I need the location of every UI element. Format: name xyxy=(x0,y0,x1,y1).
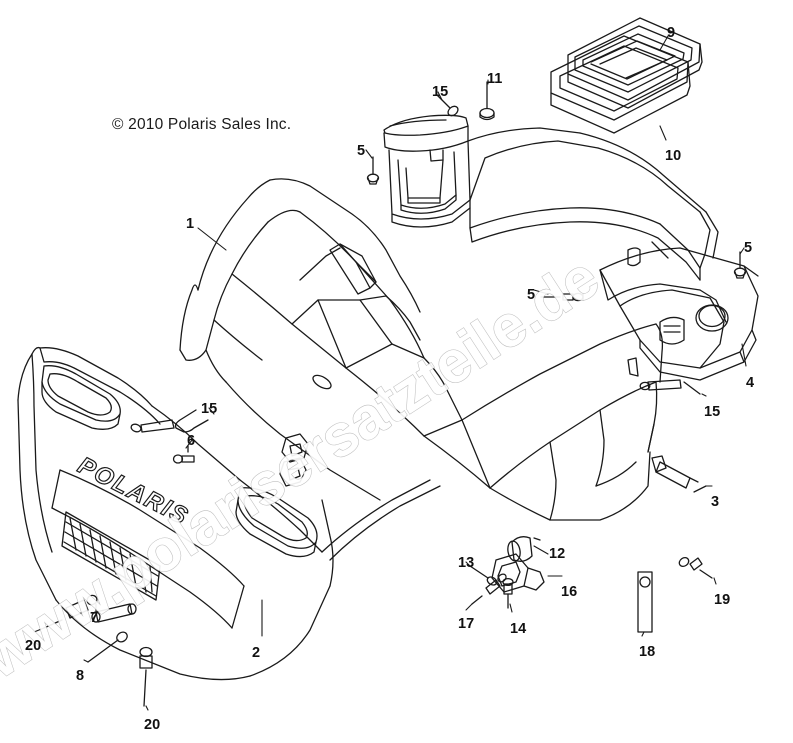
callout-5: 5 xyxy=(744,240,753,256)
dash-panel xyxy=(467,127,719,281)
part-20-bolt-lower xyxy=(139,646,153,707)
part-14-pin xyxy=(502,577,514,609)
part-8-washer xyxy=(87,631,128,663)
callout-13: 13 xyxy=(458,555,475,571)
part-3-bolt xyxy=(651,455,707,493)
callout-12: 12 xyxy=(549,546,566,562)
part-9-grille xyxy=(567,17,703,109)
hood-latch-bracket xyxy=(279,433,309,487)
svg-text:POLARIS: POLARIS xyxy=(74,452,194,531)
callout-2: 2 xyxy=(252,645,261,661)
callout-11: 11 xyxy=(487,71,503,87)
callout-15: 15 xyxy=(201,401,218,417)
callout-18: 18 xyxy=(639,644,656,660)
callout-6: 6 xyxy=(187,433,196,449)
part-1-hood xyxy=(179,178,421,501)
front-grille-mesh xyxy=(61,511,161,601)
front-fascia xyxy=(17,346,334,681)
part-18-clip xyxy=(637,571,653,633)
copyright-notice: © 2010 Polaris Sales Inc. xyxy=(112,116,292,133)
callout-17: 17 xyxy=(458,616,475,632)
callout-5: 5 xyxy=(527,287,536,303)
callout-15: 15 xyxy=(704,404,721,420)
callout-5: 5 xyxy=(357,143,366,159)
callout-10: 10 xyxy=(665,148,682,164)
part-15-screw-top xyxy=(436,94,459,117)
part-15-screw-left xyxy=(130,409,209,433)
callout-15: 15 xyxy=(432,84,449,100)
callout-3: 3 xyxy=(711,494,720,510)
part-5-screw-c xyxy=(733,251,747,279)
callout-9: 9 xyxy=(667,25,676,41)
part-17-screw xyxy=(471,573,507,605)
callout-14: 14 xyxy=(510,621,527,637)
callout-leaders xyxy=(33,35,747,711)
part-16-bracket xyxy=(491,553,545,593)
callout-7: 7 xyxy=(90,610,99,626)
part-10-grille-seal xyxy=(550,35,691,134)
dash-glovebox-assembly xyxy=(383,114,471,228)
callout-1: 1 xyxy=(186,216,195,232)
part-5-screw-b xyxy=(540,292,584,302)
callout-20: 20 xyxy=(25,638,42,654)
bumper-bar xyxy=(321,479,441,561)
headlight-left xyxy=(41,365,121,430)
part-15-screw-right xyxy=(639,379,701,395)
part-5-screw-a xyxy=(366,156,380,185)
part-12-bushing xyxy=(507,536,541,562)
part-6-screw xyxy=(172,445,195,464)
headlight-right xyxy=(235,487,318,558)
callout-20: 20 xyxy=(144,717,161,733)
callout-4: 4 xyxy=(746,375,755,391)
part-20-bolt-upper xyxy=(43,594,98,629)
fascia-center-panel xyxy=(51,469,245,629)
hood-center-panel xyxy=(231,211,491,489)
part-19-screw xyxy=(678,556,713,579)
part-11-fastener xyxy=(479,81,495,121)
hood-right-flank xyxy=(461,323,664,521)
callout-19: 19 xyxy=(714,592,731,608)
brand-logo-polaris: POLARIS xyxy=(73,451,194,531)
part-7-spacer xyxy=(91,603,137,623)
callout-8: 8 xyxy=(76,668,85,684)
callout-16: 16 xyxy=(561,584,578,600)
part-4-console xyxy=(599,247,759,381)
